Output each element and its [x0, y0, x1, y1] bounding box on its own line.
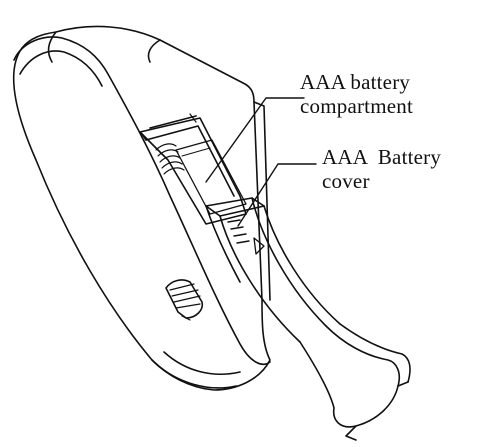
battery-cover-label-line2: cover: [322, 169, 370, 193]
leader-line-compartment: [205, 97, 305, 183]
battery-compartment-label-line1: AAA battery: [300, 70, 411, 94]
battery-compartment-recess: [139, 113, 247, 225]
battery-compartment-label-line2: compartment: [300, 94, 413, 118]
battery-cover: [205, 197, 411, 441]
device-body: [12, 25, 271, 391]
battery-cover-label-line1: AAA Battery: [322, 145, 442, 169]
battery-cover-label: AAA Battery cover: [322, 145, 441, 193]
battery-compartment-label: AAA battery compartment: [300, 70, 413, 118]
side-slider-switch: [165, 279, 204, 321]
leader-line-cover: [237, 163, 317, 227]
